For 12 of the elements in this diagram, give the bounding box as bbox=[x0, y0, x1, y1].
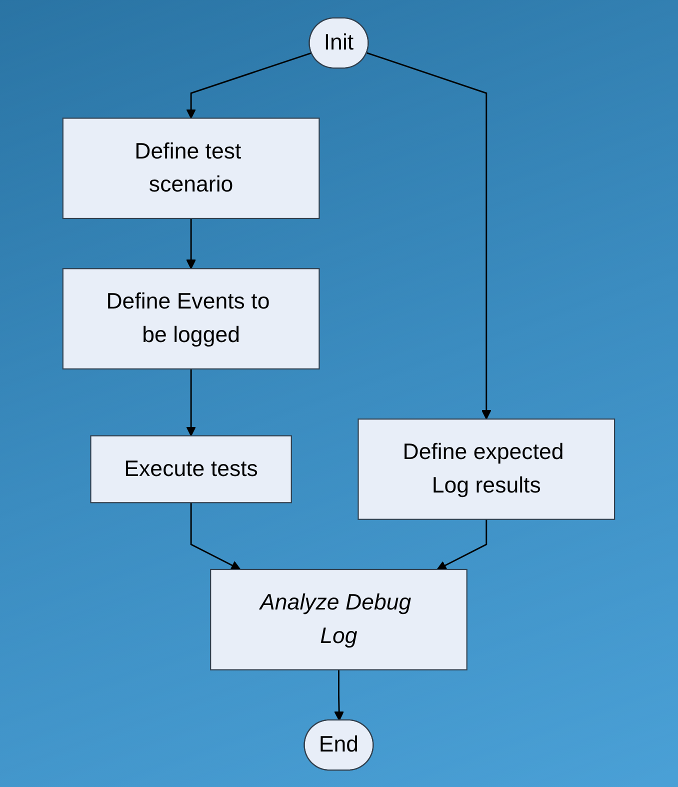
arrow bbox=[437, 518, 488, 570]
node-box: Define test scenario bbox=[62, 117, 320, 219]
node-box: Define Events to be logged bbox=[62, 268, 320, 369]
arrow bbox=[186, 218, 196, 269]
node-box: Define expected Log results bbox=[358, 418, 616, 520]
arrow bbox=[186, 368, 196, 436]
arrow bbox=[366, 52, 492, 419]
arrow bbox=[186, 52, 312, 118]
node-box: Execute tests bbox=[90, 434, 292, 503]
node-box: Analyze Debug Log bbox=[210, 568, 468, 670]
arrow bbox=[334, 669, 344, 720]
arrow bbox=[190, 502, 241, 570]
